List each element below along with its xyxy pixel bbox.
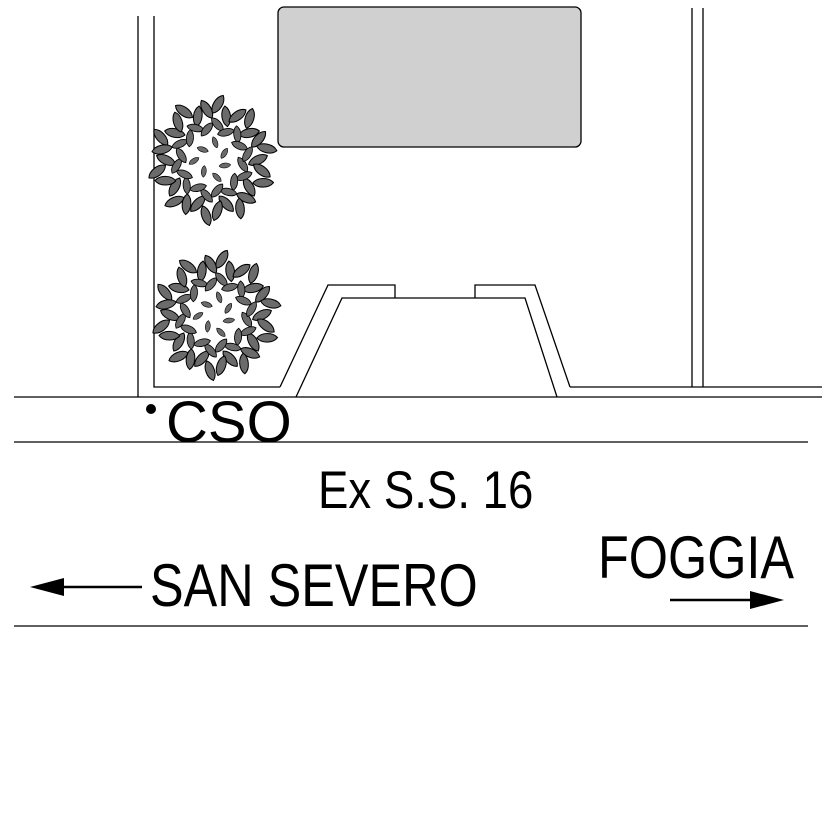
driveway-outer [279,284,396,388]
parcel-boundaries [137,8,822,397]
arrow-left-icon [30,578,142,596]
point-marker-icon [146,404,156,414]
driveway [279,284,571,398]
tree-icon [145,92,279,228]
tree-icon [149,247,283,383]
driveway-outer-right [474,284,571,388]
road [14,396,822,627]
building [277,6,582,148]
destination-right-label: FOGGIA [598,524,795,591]
driveway-inner [295,297,558,398]
station-label: CSO [166,390,292,455]
left-boundary-inner [153,16,280,388]
destination-left-label: SAN SEVERO [150,552,478,619]
road-label: Ex S.S. 16 [318,461,534,520]
arrow-right-icon [670,591,784,609]
